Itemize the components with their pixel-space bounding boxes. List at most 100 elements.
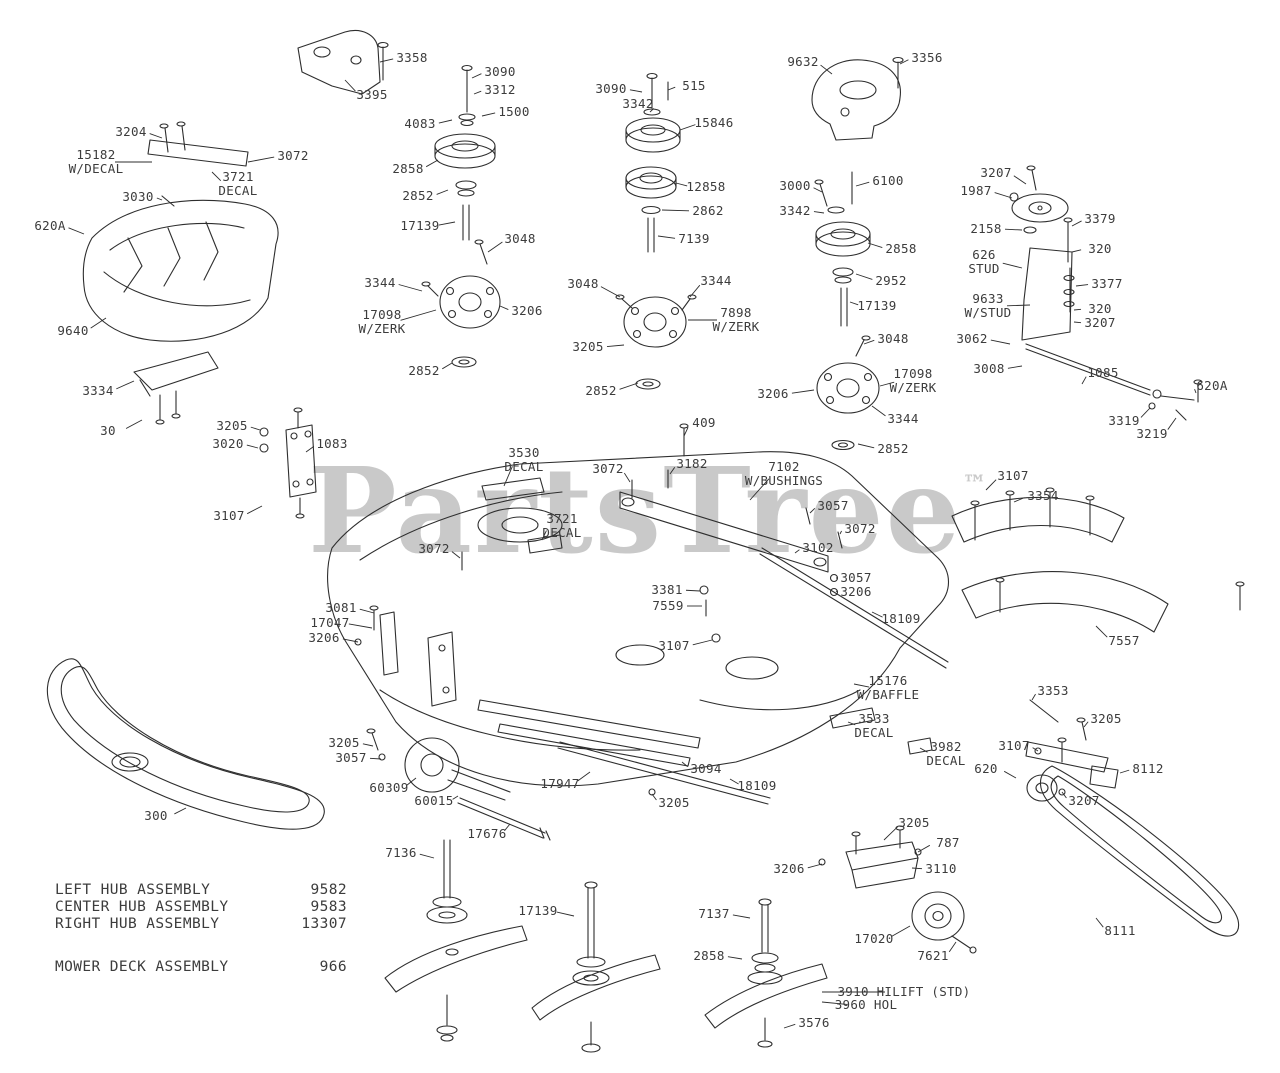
left-belt — [47, 659, 324, 829]
part-number-label: 3207 — [1084, 315, 1116, 330]
part-number-label: 626 STUD — [968, 247, 1000, 276]
part-number-label: 3344 — [887, 411, 919, 426]
right-idler-assembly — [1026, 700, 1118, 801]
part-number-label: 3062 — [956, 331, 988, 346]
part-number-label: 409 — [692, 415, 716, 430]
part-number-label: 8112 — [1132, 761, 1164, 776]
part-number-label: 2852 — [402, 188, 434, 203]
part-number-label: 3381 — [651, 582, 683, 597]
part-number-label: 1085 — [1087, 365, 1119, 380]
watermark-text: PartsTree — [308, 441, 963, 580]
part-number-label: 7137 — [698, 906, 730, 921]
part-number-label: 3721 DECAL — [542, 511, 582, 540]
footer-value: 966 — [319, 959, 347, 975]
part-number-label: 3107 — [998, 738, 1030, 753]
part-number-label: 3090 — [595, 81, 627, 96]
part-number-label: 3107 — [997, 468, 1029, 483]
part-number-label: 17676 — [467, 826, 507, 841]
idler-arm-assembly — [1010, 166, 1202, 420]
part-number-label: 3072 — [277, 148, 309, 163]
center-spindle-assembly — [616, 74, 696, 390]
part-number-label: 3057 — [335, 750, 367, 765]
part-number-label: 4083 — [404, 116, 436, 131]
part-number-label: 3048 — [877, 331, 909, 346]
part-number-label: 2852 — [585, 383, 617, 398]
part-number-label: 30 — [100, 423, 116, 438]
part-number-label: 3030 — [122, 189, 154, 204]
part-number-label: 1500 — [498, 104, 530, 119]
part-number-label: 515 — [682, 78, 706, 93]
trademark-symbol: ™ — [962, 469, 987, 498]
part-number-label: 3576 — [798, 1015, 830, 1030]
right-blade-assembly — [705, 899, 827, 1047]
part-number-label: 2852 — [408, 363, 440, 378]
part-number-label: 15182 W/DECAL — [68, 147, 124, 176]
part-number-label: 12858 — [686, 179, 726, 194]
part-number-label: 3530 DECAL — [504, 445, 544, 474]
part-number-label: 7898 W/ZERK — [712, 305, 760, 334]
part-number-label: 17139 — [518, 903, 558, 918]
part-number-label: 3094 — [690, 761, 722, 776]
part-number-label: 2952 — [875, 273, 907, 288]
part-number-label: 3048 — [504, 231, 536, 246]
right-spindle-assembly — [812, 58, 903, 450]
partstree-watermark: PartsTree™ — [308, 452, 987, 570]
part-number-label: 2858 — [693, 948, 725, 963]
part-number-label: 17098 W/ZERK — [889, 366, 937, 395]
part-number-label: 3960 HOL — [834, 997, 898, 1012]
part-number-label: 3219 — [1136, 426, 1168, 441]
part-number-label: 17020 — [854, 931, 894, 946]
part-number-label: 1987 — [960, 183, 992, 198]
assembly-table-footer: MOWER DECK ASSEMBLY 966 — [55, 959, 347, 976]
part-number-label: 620A — [34, 218, 66, 233]
part-number-label: 7621 — [917, 948, 949, 963]
part-number-label: 3081 — [325, 600, 357, 615]
part-number-label: 3205 — [658, 795, 690, 810]
part-number-label: 3356 — [911, 50, 943, 65]
part-number-label: 3342 — [779, 203, 811, 218]
part-number-label: 2862 — [692, 203, 724, 218]
part-number-label: 3205 — [216, 418, 248, 433]
part-number-label: 17139 — [400, 218, 440, 233]
part-number-label: 3319 — [1108, 413, 1140, 428]
part-number-label: 3334 — [82, 383, 114, 398]
part-number-label: 2858 — [392, 161, 424, 176]
part-number-label: 17047 — [310, 615, 350, 630]
part-number-label: 17098 W/ZERK — [358, 307, 406, 336]
part-number-label: 3107 — [213, 508, 245, 523]
part-number-label: 6100 — [872, 173, 904, 188]
part-number-label: 3206 — [840, 584, 872, 599]
part-number-label: 7139 — [678, 231, 710, 246]
part-number-label: 7559 — [652, 598, 684, 613]
part-number-label: 3020 — [212, 436, 244, 451]
center-blade-assembly — [532, 882, 660, 1052]
footer-label: MOWER DECK ASSEMBLY — [55, 959, 229, 975]
part-number-label: 787 — [936, 835, 960, 850]
part-number-label: 3008 — [973, 361, 1005, 376]
idler-pulley-assembly — [367, 729, 550, 840]
part-number-label: 18109 — [737, 778, 777, 793]
part-number-label: 3312 — [484, 82, 516, 97]
part-number-label: 620 — [974, 761, 998, 776]
part-number-label: 320 — [1088, 241, 1112, 256]
part-number-label: 3110 — [925, 861, 957, 876]
part-number-label: 3721 DECAL — [218, 169, 258, 198]
part-number-label: 2858 — [885, 241, 917, 256]
part-number-label: 7136 — [385, 845, 417, 860]
part-number-label: 18109 — [881, 611, 921, 626]
part-number-label: 3353 — [1037, 683, 1069, 698]
left-spindle-assembly — [422, 66, 500, 368]
part-number-label: 3910 HILIFT (STD) — [837, 984, 971, 999]
part-number-label: 620A — [1196, 378, 1228, 393]
part-number-label: 1083 — [316, 436, 348, 451]
part-number-label: 17139 — [857, 298, 897, 313]
part-number-label: 8111 — [1104, 923, 1136, 938]
part-number-label: 320 — [1088, 301, 1112, 316]
